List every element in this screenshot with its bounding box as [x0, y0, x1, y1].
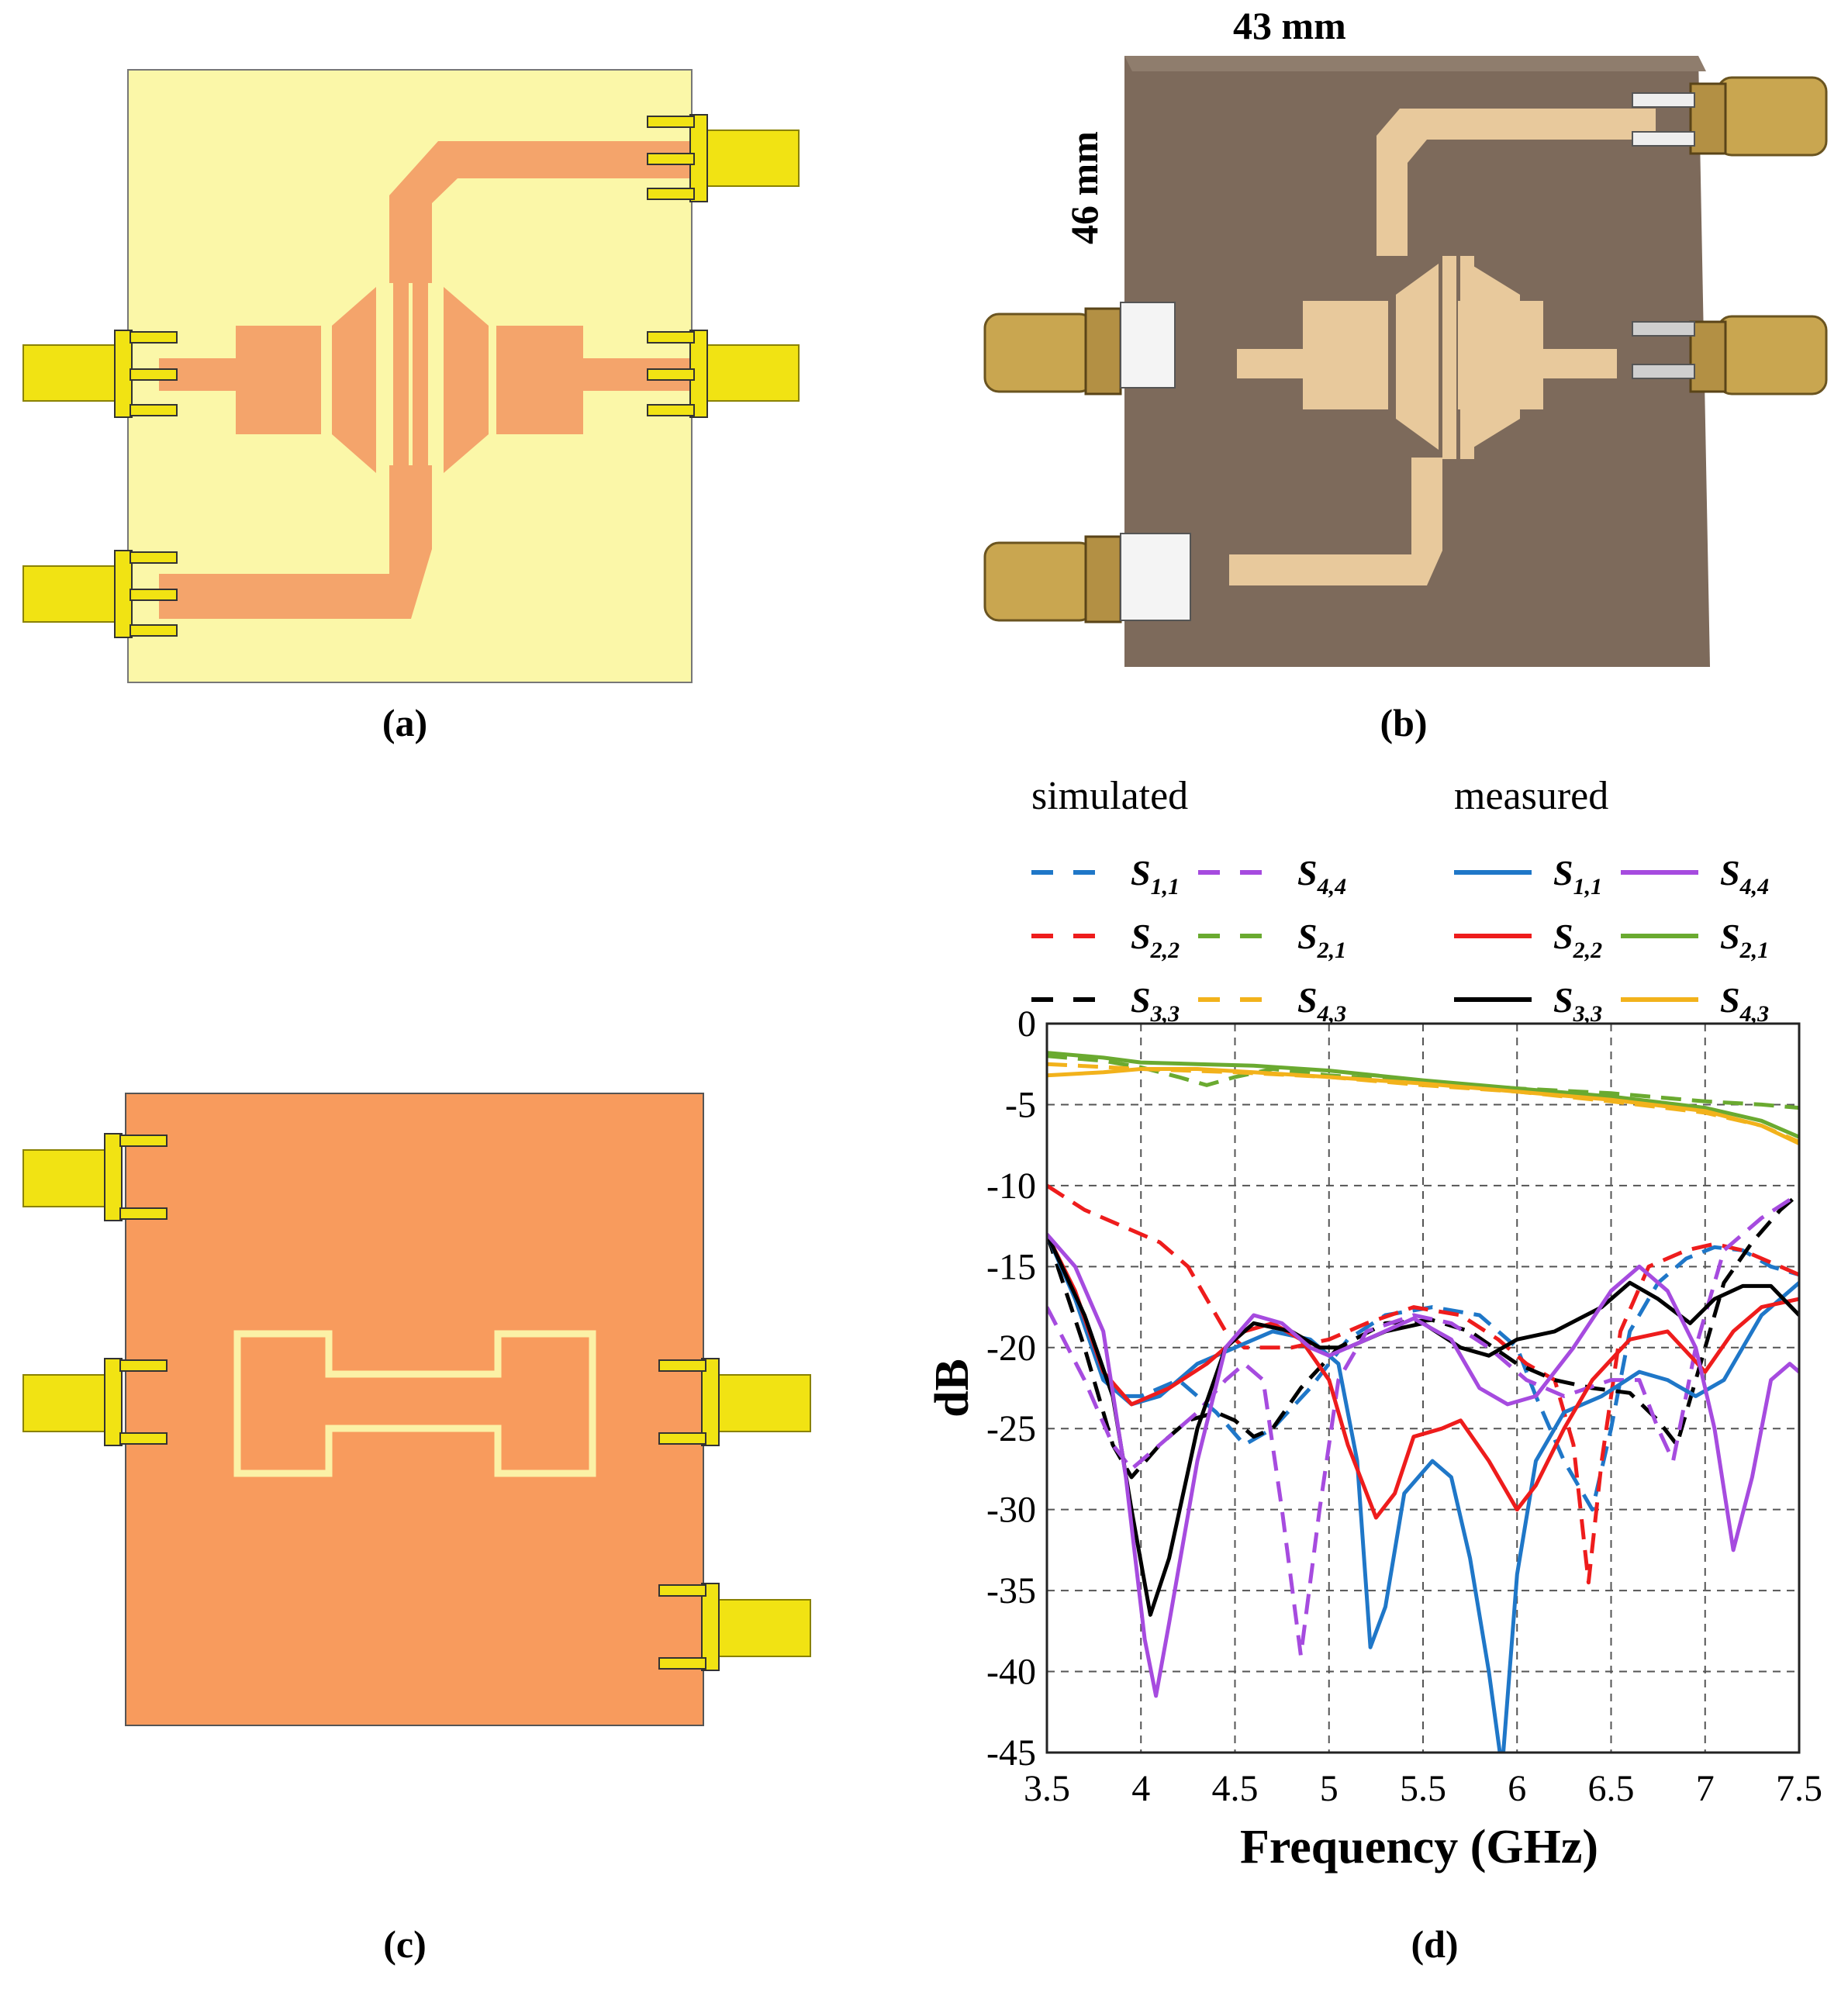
series-simulated-s11	[1047, 1233, 1799, 1512]
plot-frame	[1045, 1022, 1801, 1754]
series-simulated-s43	[1047, 1062, 1799, 1144]
series-simulated-s22	[1047, 1183, 1799, 1585]
sma-connector-port-1	[647, 114, 800, 202]
series-measured-s11	[1047, 1233, 1799, 1753]
height-dimension-label: 46 mm	[1062, 131, 1106, 244]
series-measured-s33	[1047, 1233, 1799, 1617]
legend-label-measured-s43: S4,3	[1720, 980, 1769, 1027]
caption-b: (b)	[1380, 701, 1428, 744]
chart-series	[1047, 1051, 1799, 1753]
panel-a-top-layout	[22, 69, 800, 683]
series-simulated-s44	[1047, 1192, 1799, 1658]
legend-label-simulated-s11: S1,1	[1131, 853, 1180, 900]
legend-label-simulated-s21: S2,1	[1297, 917, 1346, 963]
x-tick-label: 7.5	[1776, 1768, 1822, 1809]
panel-c-bottom-layout	[22, 1093, 811, 1726]
sma-bottom-port-4	[658, 1583, 811, 1671]
series-measured-s43	[1047, 1067, 1799, 1145]
panel-b-prototype-photo: 43 mm 46 mm	[983, 4, 1828, 667]
y-tick-label: -45	[986, 1732, 1036, 1773]
y-tick-label: -15	[986, 1246, 1036, 1287]
sma-connector-port-3	[22, 330, 178, 418]
chart-axes: 3.5 4 4.5 5 5.5 6 6.5 7 7.5 0 -5 -10 -15 -20 -25 -30 -35…	[986, 1003, 1822, 1809]
series-measured-s44	[1047, 1232, 1799, 1698]
legend-label-simulated-s22: S2,2	[1131, 917, 1180, 963]
sma-photo-port-4	[983, 533, 1191, 623]
x-tick-label: 3.5	[1024, 1768, 1070, 1809]
x-tick-label: 5	[1320, 1768, 1339, 1809]
y-tick-label: -5	[1005, 1084, 1036, 1125]
sma-bottom-port-3	[658, 1358, 811, 1446]
x-axis-label: Frequency (GHz)	[1240, 1821, 1598, 1874]
legend-label-measured-s33: S3,3	[1553, 980, 1602, 1027]
series-measured-s22	[1047, 1233, 1799, 1520]
x-tick-label: 4.5	[1212, 1768, 1259, 1809]
caption-d: (d)	[1411, 1922, 1459, 1966]
sma-photo-port-1	[1632, 76, 1828, 157]
y-axis-label: dB	[926, 1359, 979, 1418]
legend-label-measured-s22: S2,2	[1553, 917, 1602, 963]
legend: S1,1 S4,4S2,2 S2,1S3,3 S4,3 S1,1 S4,4S2,2 S2,1…	[1031, 853, 1769, 1027]
caption-a: (a)	[382, 701, 428, 744]
y-tick-label: -35	[986, 1570, 1036, 1611]
y-tick-label: -10	[986, 1166, 1036, 1207]
y-tick-label: 0	[1017, 1003, 1036, 1045]
width-dimension-label: 43 mm	[1233, 4, 1346, 47]
legend-label-measured-s21: S2,1	[1720, 917, 1769, 963]
legend-heading-simulated: simulated	[1031, 774, 1188, 818]
sma-connector-port-4	[22, 550, 178, 638]
legend-label-simulated-s44: S4,4	[1297, 853, 1346, 900]
pcb-photo	[1124, 56, 1710, 667]
y-tick-label: -20	[986, 1328, 1036, 1369]
sma-photo-port-3	[983, 302, 1176, 395]
sma-photo-port-2	[1632, 315, 1828, 395]
sma-connector-port-2	[647, 330, 800, 418]
legend-label-measured-s11: S1,1	[1553, 853, 1602, 900]
caption-c: (c)	[383, 1922, 427, 1966]
legend-heading-measured: measured	[1454, 774, 1608, 818]
x-tick-label: 6.5	[1588, 1768, 1635, 1809]
sma-bottom-port-2	[22, 1358, 168, 1446]
y-tick-label: -40	[986, 1652, 1036, 1693]
defected-ground-slot	[233, 1330, 596, 1477]
x-tick-label: 5.5	[1400, 1768, 1446, 1809]
legend-label-simulated-s33: S3,3	[1131, 980, 1180, 1027]
ground-plane	[125, 1093, 704, 1726]
y-tick-label: -30	[986, 1490, 1036, 1531]
x-tick-label: 4	[1131, 1768, 1150, 1809]
y-tick-label: -25	[986, 1408, 1036, 1449]
legend-label-measured-s44: S4,4	[1720, 853, 1769, 900]
series-measured-s21	[1047, 1051, 1799, 1139]
x-tick-label: 7	[1696, 1768, 1715, 1809]
x-tick-label: 6	[1508, 1768, 1526, 1809]
legend-label-simulated-s43: S4,3	[1297, 980, 1346, 1027]
sma-bottom-port-1	[22, 1133, 168, 1221]
